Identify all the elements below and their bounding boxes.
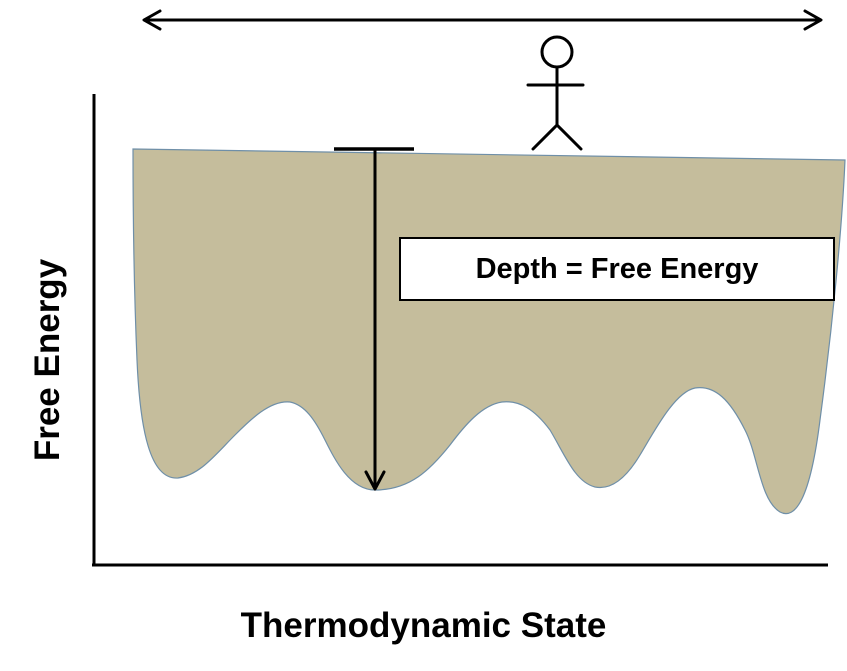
depth-label-box: Depth = Free Energy [399, 237, 835, 301]
energy-landscape-shape [132, 148, 846, 515]
x-axis-title: Thermodynamic State [240, 606, 607, 645]
double-arrow-icon [142, 9, 823, 31]
y-axis-title: Free Energy [28, 258, 67, 462]
depth-arrow-icon [334, 147, 414, 491]
stick-figure-icon [526, 35, 585, 151]
depth-label-text: Depth = Free Energy [475, 252, 759, 285]
